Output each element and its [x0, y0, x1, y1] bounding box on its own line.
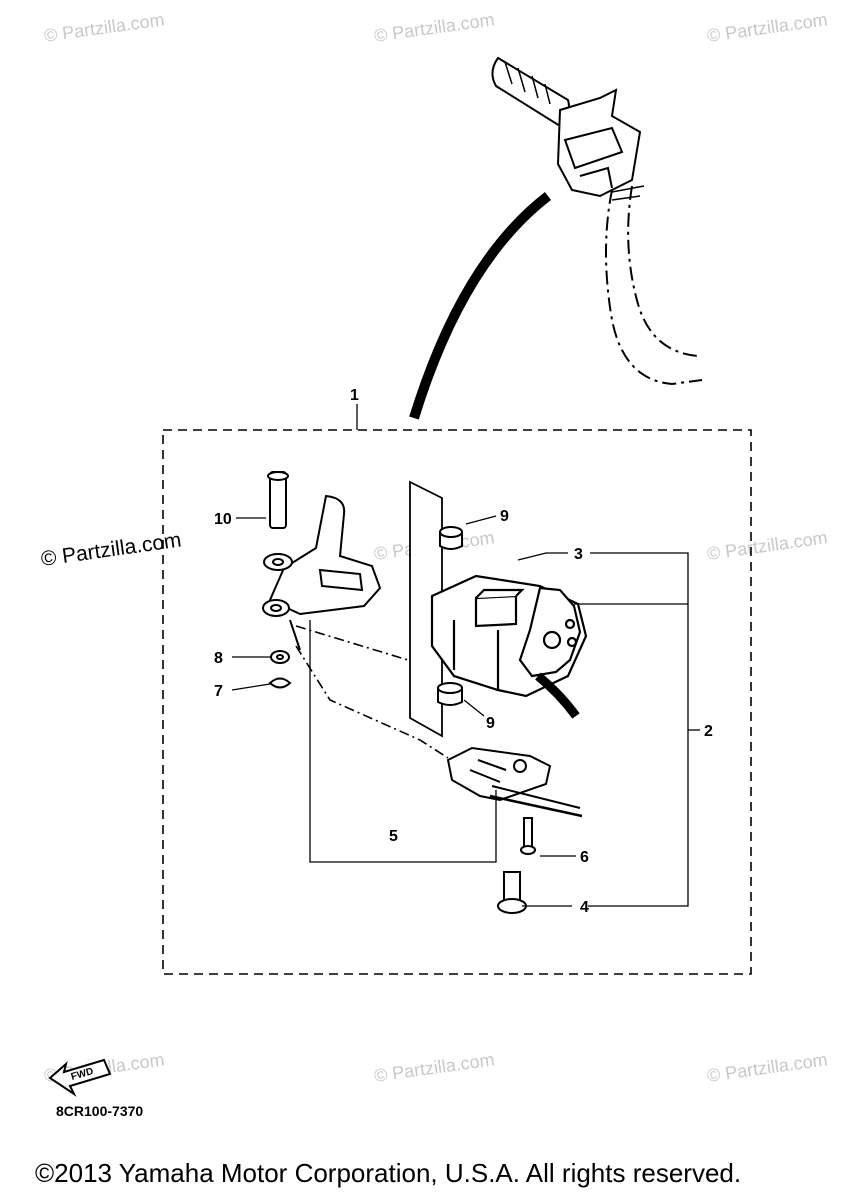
callout-8: 8 [214, 650, 223, 667]
callouts: 1 2 3 4 5 6 7 8 9 9 10 [214, 387, 713, 916]
diagram-code: 8CR100-7370 [56, 1103, 144, 1119]
watermark-mid-right: © Partzilla.com [706, 527, 829, 564]
mounting-plate [409, 480, 443, 738]
callout-6: 6 [580, 849, 589, 866]
callout-1: 1 [350, 387, 359, 404]
callout-9-top: 9 [500, 508, 509, 525]
throttle-cable [409, 192, 552, 420]
grommets [437, 526, 463, 706]
switch-unit [430, 574, 588, 719]
handlebar [491, 56, 703, 386]
spring-washer-7 [268, 677, 292, 689]
watermark-bottom-center: © Partzilla.com [373, 1049, 496, 1086]
callout-7: 7 [214, 683, 223, 700]
callout-9-bottom: 9 [486, 715, 495, 732]
watermark-bottom-right: © Partzilla.com [706, 1049, 829, 1086]
copyright-notice: ©2013 Yamaha Motor Corporation, U.S.A. A… [35, 1158, 742, 1188]
bolt-4 [503, 871, 521, 901]
assembly-boundary [162, 429, 752, 975]
watermark-top-center: © Partzilla.com [373, 9, 496, 46]
leader-lines [231, 404, 700, 907]
callout-4: 4 [580, 899, 589, 916]
sub-switch [446, 746, 583, 914]
lever-assembly [262, 471, 382, 689]
watermark-top-right: © Partzilla.com [706, 9, 829, 46]
callout-3: 3 [574, 546, 583, 563]
watermark-mid-left: © Partzilla.com [39, 528, 182, 570]
callout-10: 10 [214, 511, 232, 528]
callout-5: 5 [389, 828, 398, 845]
screw-6 [523, 817, 533, 849]
callout-2: 2 [704, 723, 713, 740]
watermark-top-left: © Partzilla.com [43, 9, 166, 46]
fwd-arrow-icon: FWD [48, 1058, 112, 1097]
